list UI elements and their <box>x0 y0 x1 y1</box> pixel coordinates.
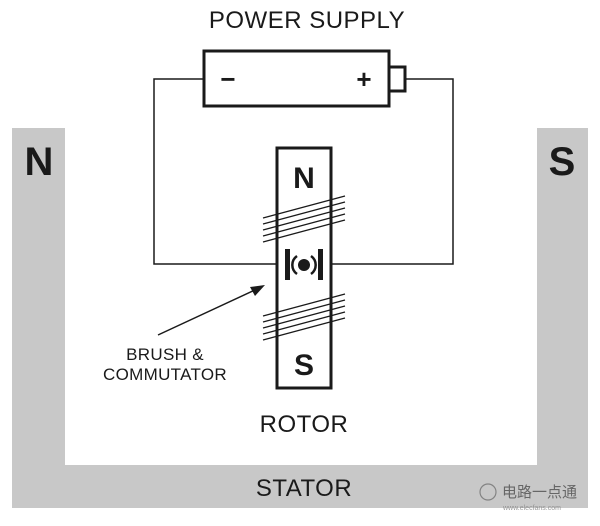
battery: − + <box>202 49 407 108</box>
rotor-winding-top <box>262 195 346 243</box>
stator-body <box>12 128 588 508</box>
brush-pointer-arrow <box>157 285 265 336</box>
stator-south-label: S <box>549 140 576 184</box>
battery-terminal <box>387 65 407 93</box>
wire-left <box>153 78 278 265</box>
brush-right <box>318 249 323 280</box>
wire-right <box>330 78 454 265</box>
rotor-south-label: S <box>294 349 314 382</box>
rotor-label: ROTOR <box>260 411 349 438</box>
stator-north-label: N <box>25 140 54 184</box>
stator-label: STATOR <box>256 475 352 502</box>
commutator <box>285 249 323 280</box>
rotor-axle <box>298 259 310 271</box>
watermark-subtext: www.elecfans.com <box>502 505 561 512</box>
rotor-north-label: N <box>293 162 315 195</box>
battery-minus-sign: − <box>220 64 235 94</box>
watermark-icon <box>479 483 497 501</box>
brush-label-line1: BRUSH & <box>126 345 204 364</box>
brush-left <box>285 249 290 280</box>
commutator-ring <box>291 254 317 276</box>
rotor-winding-bottom <box>262 293 346 341</box>
power-supply-label: POWER SUPPLY <box>209 7 405 34</box>
watermark-text: 电路一点通 <box>502 484 577 501</box>
battery-plus-sign: + <box>356 64 371 94</box>
brush-label-line2: COMMUTATOR <box>103 365 227 384</box>
watermark: 电路一点通 www.elecfans.com <box>479 483 577 512</box>
